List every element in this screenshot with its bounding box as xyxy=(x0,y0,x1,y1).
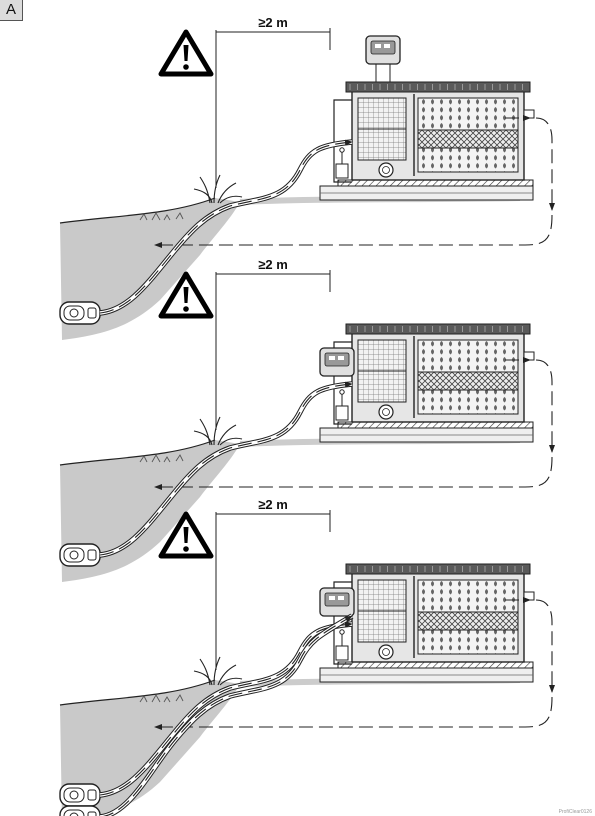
filter-unit-icon xyxy=(319,563,535,683)
return-flow-bottom xyxy=(154,456,553,490)
pump-icon xyxy=(59,805,101,816)
supply-flow xyxy=(99,139,353,314)
supply-flow xyxy=(99,621,353,796)
water-surface xyxy=(59,197,216,224)
distance-dimension xyxy=(215,510,331,670)
water-plants xyxy=(139,694,184,703)
warning-triangle-icon xyxy=(158,271,214,319)
panel-top xyxy=(59,28,555,340)
panel-label: A xyxy=(0,0,23,21)
bank xyxy=(60,198,240,340)
distance-label-3: ≥2 m xyxy=(258,497,288,512)
supply-flow xyxy=(99,381,353,556)
supply-flow xyxy=(101,615,353,816)
bank xyxy=(60,680,240,816)
panel-bottom xyxy=(59,510,555,816)
distance-dimension xyxy=(215,28,331,188)
distance-label-2: ≥2 m xyxy=(258,257,288,272)
return-flow-right xyxy=(535,117,555,211)
reeds xyxy=(193,656,243,686)
water-plants xyxy=(139,454,184,463)
reeds xyxy=(193,174,243,204)
return-flow-right xyxy=(535,599,555,693)
panel-middle xyxy=(59,270,555,582)
water-surface xyxy=(59,439,216,466)
warning-triangle-icon xyxy=(158,29,214,77)
control-unit-icon xyxy=(319,587,355,617)
distance-label-1: ≥2 m xyxy=(258,15,288,30)
filter-unit-icon xyxy=(319,323,535,443)
filter-unit-icon xyxy=(319,35,535,201)
footer-code: ProfiClear0126 xyxy=(558,809,592,815)
warning-triangle-icon xyxy=(158,511,214,559)
water-surface xyxy=(59,679,216,706)
distance-dimension xyxy=(215,270,331,430)
return-flow-bottom xyxy=(154,696,553,730)
return-flow-right xyxy=(535,359,555,453)
control-unit-icon xyxy=(365,35,401,82)
pump-icon xyxy=(59,543,101,567)
pump-icon xyxy=(59,301,101,325)
control-unit-icon xyxy=(319,347,355,377)
pump-icon xyxy=(59,783,101,807)
water-plants xyxy=(139,212,184,221)
bank xyxy=(60,440,240,582)
return-flow-bottom xyxy=(154,214,553,248)
